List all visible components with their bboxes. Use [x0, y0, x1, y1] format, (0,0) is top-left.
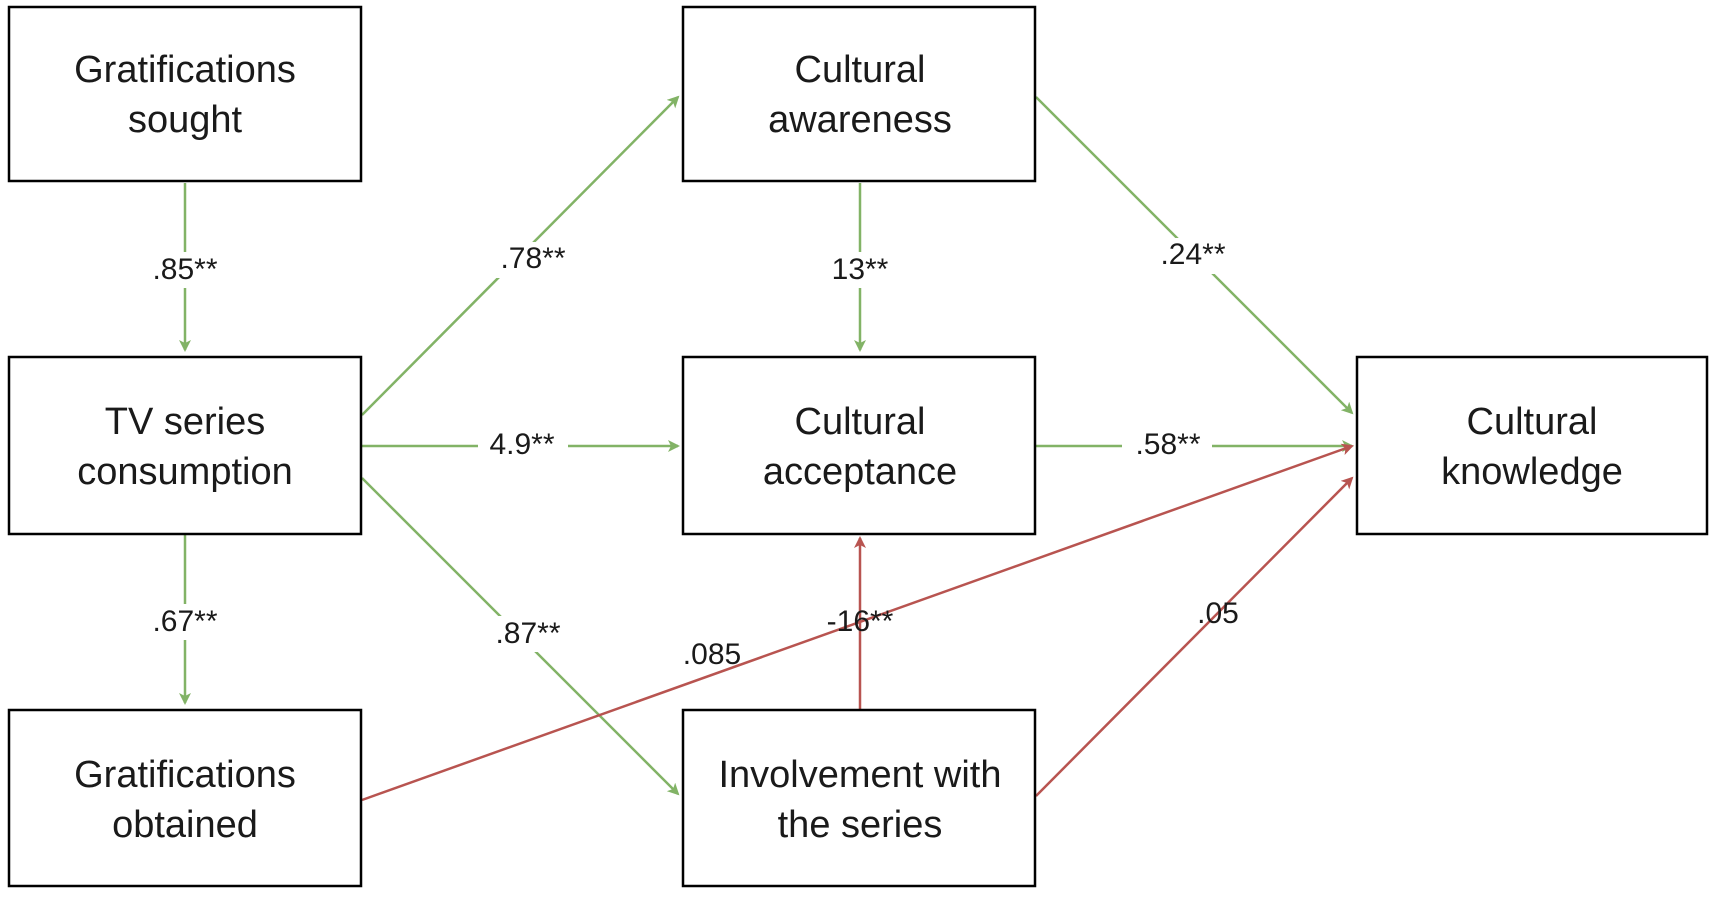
node-gratifications-sought-line2: sought — [128, 99, 243, 141]
node-cultural-acceptance: Cultural acceptance — [681, 355, 1037, 536]
edge-label-tv-go: .67** — [152, 605, 217, 638]
edge-label-go-ck: .085 — [683, 638, 741, 671]
node-gratifications-sought-line1: Gratifications — [74, 49, 296, 91]
edge-go-ck — [361, 443, 1354, 802]
edge-label-tv-caw: .78** — [500, 242, 565, 275]
node-tv-series-consumption: TV series consumption — [7, 355, 363, 536]
node-gratifications-obtained: Gratifications obtained — [7, 708, 363, 888]
edge-inv-ck — [1035, 476, 1354, 797]
edge-label-inv-ck: .05 — [1197, 597, 1239, 630]
node-cultural-acceptance-line1: Cultural — [795, 401, 926, 443]
node-gratifications-obtained-line1: Gratifications — [74, 754, 296, 796]
node-tv-series-consumption-line1: TV series — [105, 401, 265, 443]
edge-label-tv-inv: .87** — [495, 617, 560, 650]
edge-labels: .85** .67** .78** 4.9** .87** 13** .24**… — [140, 238, 1239, 671]
edge-label-gs-tv: .85** — [152, 253, 217, 286]
node-involvement-line2: the series — [778, 804, 943, 846]
node-cultural-awareness: Cultural awareness — [681, 5, 1037, 183]
node-involvement-with-the-series: Involvement with the series — [681, 708, 1037, 888]
node-cultural-awareness-line1: Cultural — [795, 49, 926, 91]
node-cultural-acceptance-line2: acceptance — [763, 451, 957, 493]
node-cultural-knowledge-line2: knowledge — [1441, 451, 1623, 493]
node-cultural-awareness-line2: awareness — [768, 99, 952, 141]
node-tv-series-consumption-line2: consumption — [77, 451, 292, 493]
node-gratifications-sought: Gratifications sought — [7, 5, 363, 183]
edge-label-caw-ck: .24** — [1160, 238, 1225, 271]
node-involvement-line1: Involvement with — [718, 754, 1001, 796]
edge-label-tv-cac: 4.9** — [489, 428, 554, 461]
edge-label-inv-cac: -16** — [827, 605, 894, 638]
node-gratifications-obtained-line2: obtained — [112, 804, 258, 846]
node-cultural-knowledge: Cultural knowledge — [1355, 355, 1709, 536]
edge-label-cac-ck: .58** — [1135, 428, 1200, 461]
node-cultural-knowledge-line1: Cultural — [1467, 401, 1598, 443]
edge-label-caw-cac: 13** — [832, 253, 889, 286]
